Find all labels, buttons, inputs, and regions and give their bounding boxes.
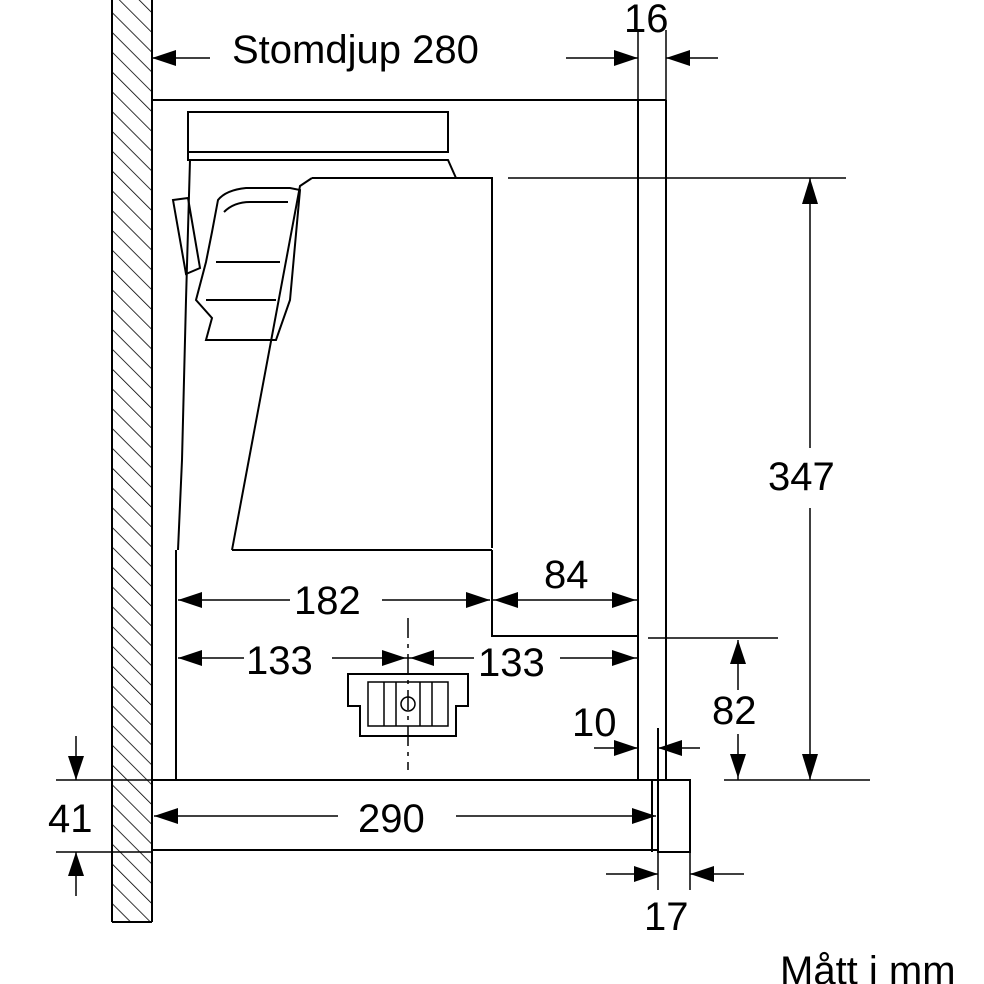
exhaust-connector	[347, 618, 469, 770]
dimension-10	[594, 740, 700, 756]
label-dim-182: 182	[294, 579, 361, 623]
hood-body	[171, 111, 638, 780]
dimension-41	[56, 736, 152, 896]
label-dim-82: 82	[712, 689, 757, 733]
label-dim-17: 17	[644, 895, 689, 939]
dimension-290	[154, 808, 656, 824]
label-dim-133-left: 133	[246, 639, 313, 683]
units-note: Mått i mm	[780, 949, 956, 984]
label-dim-133-right: 133	[478, 641, 545, 685]
dimension-82	[648, 637, 778, 780]
wall	[111, 0, 153, 923]
label-dim-84: 84	[544, 553, 589, 597]
label-cabinet-depth: Stomdjup 280	[232, 28, 479, 72]
dimension-133-pair	[178, 640, 638, 678]
label-dim-16: 16	[624, 0, 669, 41]
dimension-cabinet-depth	[152, 30, 718, 100]
dimension-17	[606, 852, 744, 890]
label-dim-10: 10	[572, 701, 617, 745]
label-dim-290: 290	[358, 797, 425, 841]
dimension-84	[492, 592, 638, 608]
label-dim-347: 347	[768, 455, 835, 499]
dimension-182	[178, 592, 490, 608]
dimension-347	[508, 177, 870, 781]
front-visor	[152, 728, 691, 853]
label-dim-41: 41	[48, 797, 93, 841]
cabinet-outline	[152, 99, 667, 781]
